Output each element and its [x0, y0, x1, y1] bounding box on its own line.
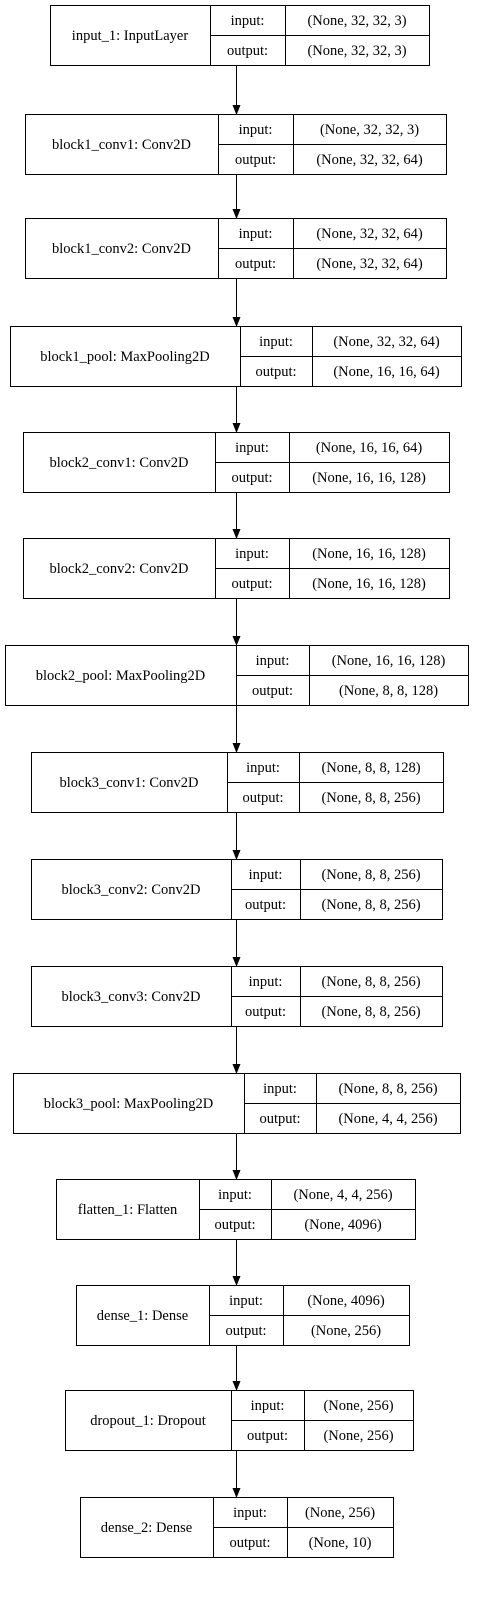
layer-14-output-label: output:	[247, 1428, 288, 1444]
layer-5-output-shape: (None, 16, 16, 128)	[312, 470, 426, 486]
layer-13-input-label: input:	[229, 1293, 263, 1309]
layer-6-output-label: output:	[231, 576, 272, 592]
layer-5-input-shape: (None, 16, 16, 64)	[316, 440, 422, 456]
layer-7-name: block2_pool: MaxPooling2D	[36, 668, 206, 684]
layer-8-input-shape: (None, 8, 8, 128)	[321, 760, 420, 776]
layer-12-output-shape: (None, 4096)	[304, 1217, 381, 1233]
layer-14-input-shape: (None, 256)	[323, 1398, 393, 1414]
layer-9-output-label: output:	[245, 897, 286, 913]
layer-2-output-label: output:	[235, 152, 276, 168]
layer-15-name: dense_2: Dense	[101, 1520, 192, 1536]
layer-9-input-label: input:	[249, 867, 283, 883]
layer-4-output-shape: (None, 16, 16, 64)	[333, 364, 439, 380]
layer-2-input-label: input:	[239, 122, 273, 138]
layer-15-output-shape: (None, 10)	[309, 1535, 372, 1551]
layer-4-input-label: input:	[259, 334, 293, 350]
layer-1-output-shape: (None, 32, 32, 3)	[307, 43, 406, 59]
layer-11-output-label: output:	[259, 1111, 300, 1127]
layer-2-output-shape: (None, 32, 32, 64)	[316, 152, 422, 168]
layer-11-input-shape: (None, 8, 8, 256)	[338, 1081, 437, 1097]
layer-10-name: block3_conv3: Conv2D	[62, 989, 201, 1005]
layer-12-name: flatten_1: Flatten	[78, 1202, 178, 1218]
layer-7-output-label: output:	[252, 683, 293, 699]
layer-3-output-label: output:	[235, 256, 276, 272]
layer-12-input-label: input:	[218, 1187, 252, 1203]
layer-7-input-shape: (None, 16, 16, 128)	[332, 653, 446, 669]
layer-13-name: dense_1: Dense	[97, 1308, 188, 1324]
layer-11-output-shape: (None, 4, 4, 256)	[338, 1111, 437, 1127]
layer-9-output-shape: (None, 8, 8, 256)	[321, 897, 420, 913]
layer-3-input-label: input:	[239, 226, 273, 242]
layer-11-input-label: input:	[263, 1081, 297, 1097]
layer-9-input-shape: (None, 8, 8, 256)	[321, 867, 420, 883]
layer-8-output-label: output:	[242, 790, 283, 806]
layer-10-input-label: input:	[249, 974, 283, 990]
layer-10-input-shape: (None, 8, 8, 256)	[321, 974, 420, 990]
layer-5-name: block2_conv1: Conv2D	[50, 455, 189, 471]
layer-3-output-shape: (None, 32, 32, 64)	[316, 256, 422, 272]
layer-4-input-shape: (None, 32, 32, 64)	[333, 334, 439, 350]
layer-5-output-label: output:	[231, 470, 272, 486]
layer-7-input-label: input:	[256, 653, 290, 669]
layer-8-name: block3_conv1: Conv2D	[60, 775, 199, 791]
layer-1-input-label: input:	[231, 13, 265, 29]
layer-12-output-label: output:	[214, 1217, 255, 1233]
layer-1-name: input_1: InputLayer	[72, 28, 189, 44]
layer-12-input-shape: (None, 4, 4, 256)	[293, 1187, 392, 1203]
layer-8-input-label: input:	[246, 760, 280, 776]
layer-11-name: block3_pool: MaxPooling2D	[44, 1096, 214, 1112]
layer-10-output-label: output:	[245, 1004, 286, 1020]
layer-15-input-shape: (None, 256)	[305, 1505, 375, 1521]
layer-1-input-shape: (None, 32, 32, 3)	[307, 13, 406, 29]
layer-14-name: dropout_1: Dropout	[90, 1413, 206, 1429]
layer-14-output-shape: (None, 256)	[323, 1428, 393, 1444]
layer-6-name: block2_conv2: Conv2D	[50, 561, 189, 577]
layer-14-input-label: input:	[251, 1398, 285, 1414]
layer-3-input-shape: (None, 32, 32, 64)	[316, 226, 422, 242]
layer-2-name: block1_conv1: Conv2D	[52, 137, 191, 153]
layer-8-output-shape: (None, 8, 8, 256)	[321, 790, 420, 806]
layer-2-input-shape: (None, 32, 32, 3)	[320, 122, 419, 138]
layer-15-input-label: input:	[233, 1505, 267, 1521]
layer-6-output-shape: (None, 16, 16, 128)	[312, 576, 426, 592]
layer-5-input-label: input:	[235, 440, 269, 456]
layer-15-output-label: output:	[229, 1535, 270, 1551]
layer-7-output-shape: (None, 8, 8, 128)	[339, 683, 438, 699]
layer-6-input-label: input:	[235, 546, 269, 562]
layer-4-name: block1_pool: MaxPooling2D	[40, 349, 210, 365]
layer-1-output-label: output:	[227, 43, 268, 59]
layer-9-name: block3_conv2: Conv2D	[62, 882, 201, 898]
layer-10-output-shape: (None, 8, 8, 256)	[321, 1004, 420, 1020]
layer-13-input-shape: (None, 4096)	[307, 1293, 384, 1309]
layer-6-input-shape: (None, 16, 16, 128)	[312, 546, 426, 562]
layer-13-output-shape: (None, 256)	[311, 1323, 381, 1339]
layer-13-output-label: output:	[225, 1323, 266, 1339]
layer-4-output-label: output:	[255, 364, 296, 380]
layer-3-name: block1_conv2: Conv2D	[52, 241, 191, 257]
